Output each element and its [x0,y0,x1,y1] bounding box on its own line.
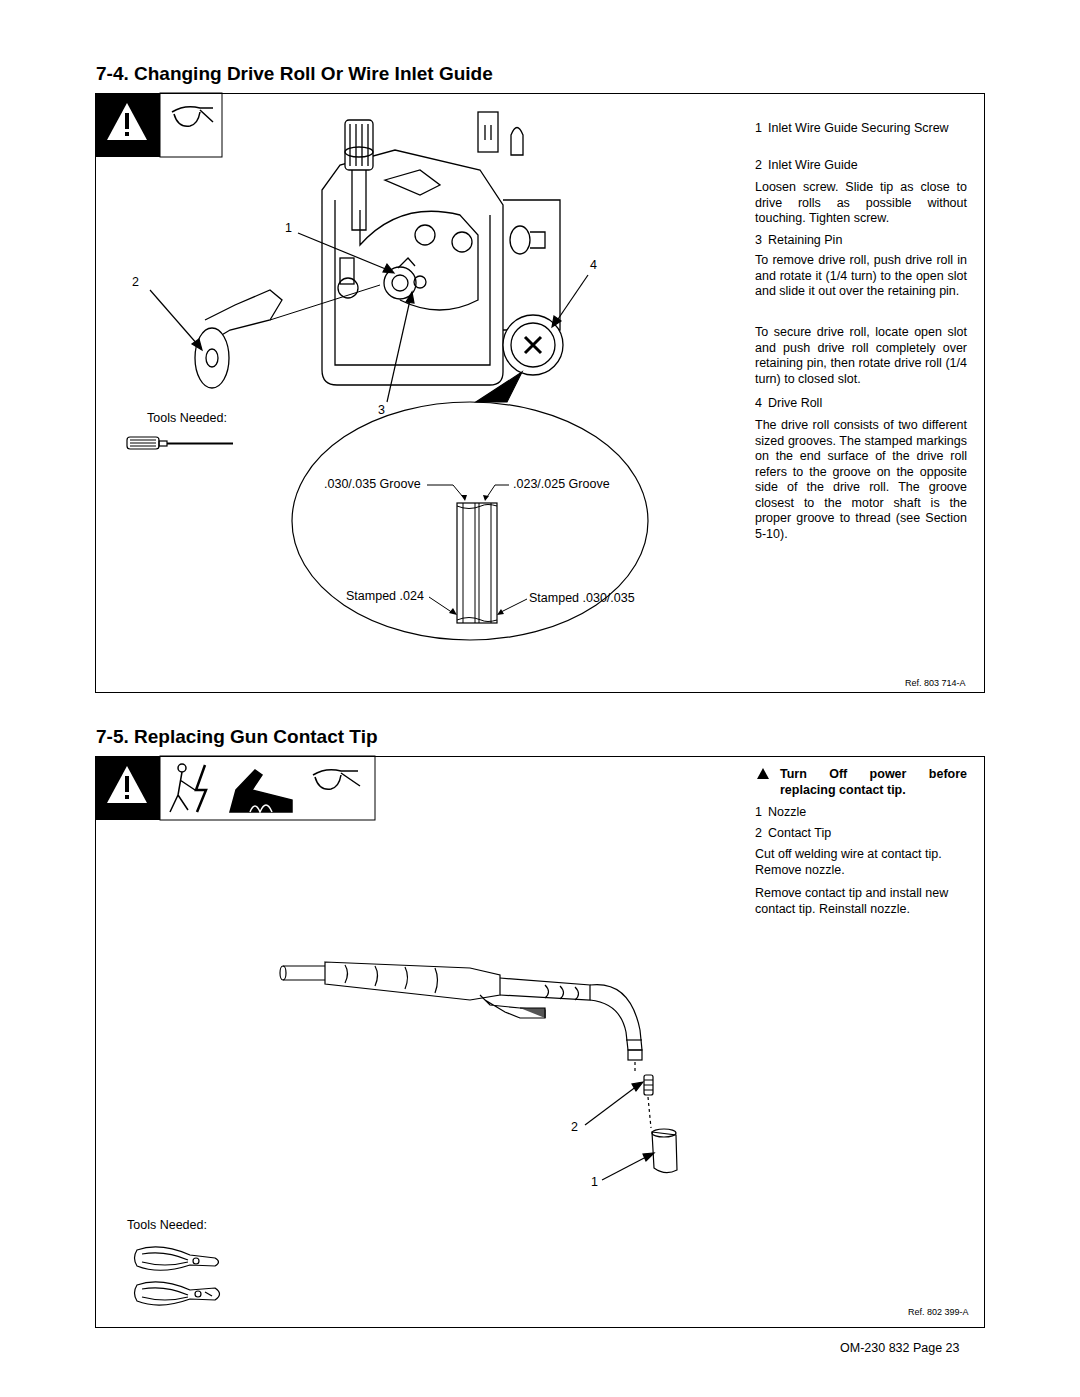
leader-lines [585,1082,654,1180]
groove-label: .030/.035 Groove [324,477,421,493]
part-name: Inlet Wire Guide Securing Screw [768,121,966,137]
instruction: To secure drive roll, locate open slot a… [755,325,967,387]
instruction: Loosen screw. Slide tip as close to driv… [755,180,967,227]
leader-lines [150,233,588,402]
callout-number: 2 [132,275,139,291]
callout-number: 1 [285,221,292,237]
warning-note: Turn Off power before replacing contact … [780,767,967,798]
page-footer: OM-230 832 Page 23 [840,1341,960,1357]
callout-number: 3 [378,403,385,419]
section-heading: 7-5. Replacing Gun Contact Tip [96,726,378,748]
callout-number: 1 [591,1175,598,1191]
item-number: 1 [755,121,762,137]
item-number: 3 [755,233,762,249]
section-heading: 7-4. Changing Drive Roll Or Wire Inlet G… [96,63,493,85]
groove-label: Stamped .030/.035 [529,591,635,607]
groove-label: Stamped .024 [346,589,424,605]
item-number: 1 [755,805,762,821]
detail-ellipse: .030/.035 Groove .023/.025 GrooveStamped … [291,401,649,641]
item-number: 4 [755,396,762,412]
item-number: 2 [755,158,762,174]
part-name: Inlet Wire Guide [768,158,858,174]
part-name: Nozzle [768,805,806,821]
part-name: Drive Roll [768,396,822,412]
section-frame: 7-5. Replacing Gun Contact Tip [95,756,985,1328]
pliers-icon [135,1247,220,1305]
hazard-icons [170,764,360,812]
groove-label: .023/.025 Groove [513,477,610,493]
instruction: Cut off welding wire at contact tip. Rem… [755,847,967,878]
instruction: The drive roll consists of two different… [755,418,967,542]
part-name: Retaining Pin [768,233,842,249]
reference-number: Ref. 802 399-A [908,1307,969,1318]
safety-glasses-icon [172,107,213,127]
reference-number: Ref. 803 714-A [905,678,966,689]
callout-number: 2 [571,1120,578,1136]
tools-label: Tools Needed: [147,411,227,427]
tools-label: Tools Needed: [127,1218,207,1234]
callout-number: 4 [590,258,597,274]
instruction: To remove drive roll, push drive roll in… [755,253,967,300]
screwdriver-icon [127,437,233,449]
item-number: 2 [755,826,762,842]
drive-assembly [195,112,563,388]
warning-icon [95,93,160,157]
instruction: Remove contact tip and install new conta… [755,886,967,917]
part-name: Contact Tip [768,826,831,842]
welding-gun [280,962,677,1173]
